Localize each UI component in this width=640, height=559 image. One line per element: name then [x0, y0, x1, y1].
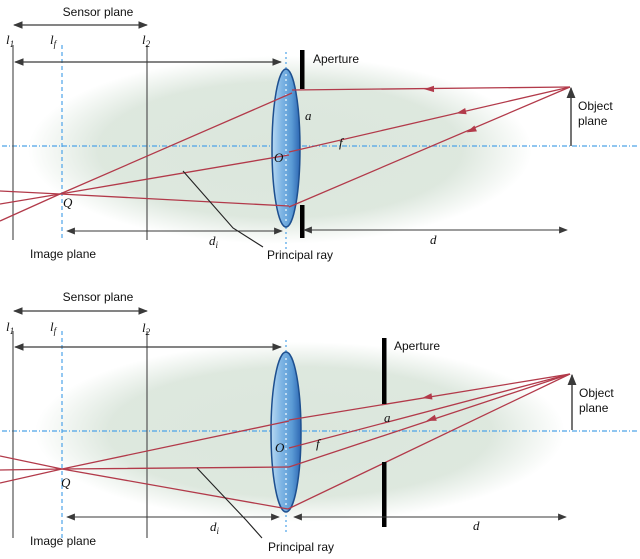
- image-side-rays: [0, 420, 290, 510]
- image-plane-label: Image plane: [30, 247, 96, 261]
- tick-l2: l2: [142, 32, 151, 49]
- image-point-label: Q: [63, 195, 73, 210]
- image-plane-label: Image plane: [30, 534, 96, 548]
- tick-l2: l2: [142, 320, 151, 337]
- tick-l1: l1: [6, 319, 14, 336]
- aperture-bottom-bar: [300, 205, 305, 238]
- focal-label: f: [339, 135, 345, 150]
- aperture-bottom-bar: [382, 462, 387, 527]
- tick-lf: lf: [50, 32, 58, 49]
- di-label: di: [209, 233, 219, 250]
- diagram-aperture-at-lens: Sensor plane l1 lf l2: [0, 5, 637, 262]
- d-label: d: [430, 232, 437, 247]
- lens-center-label: O: [275, 440, 285, 455]
- aperture-top-bar: [300, 50, 305, 89]
- object-plane-label-line1: Object: [578, 99, 613, 113]
- image-side-rays: [0, 92, 293, 222]
- d-label: d: [473, 518, 480, 533]
- lens-center-label: O: [274, 150, 284, 165]
- lens: [270, 351, 302, 513]
- tick-l1: l1: [6, 32, 14, 49]
- principal-ray-pointer: [196, 467, 263, 539]
- half-aperture-label: a: [305, 108, 312, 123]
- lens: [271, 68, 301, 228]
- diagram-aperture-displaced: Sensor plane l1 lf l2: [0, 290, 637, 554]
- tick-lf: lf: [50, 319, 58, 336]
- aperture-label: Aperture: [313, 52, 359, 66]
- di-label: di: [210, 519, 220, 536]
- image-point-label: Q: [61, 475, 71, 490]
- object-plane-label-line2: plane: [578, 114, 608, 128]
- aperture-label: Aperture: [394, 339, 440, 353]
- principal-ray-label: Principal ray: [268, 540, 334, 554]
- ray-arrowheads: [424, 85, 477, 133]
- object-plane-label-line1: Object: [579, 386, 614, 400]
- half-aperture-label: a: [384, 410, 391, 425]
- sensor-plane-label: Sensor plane: [63, 5, 134, 19]
- object-plane-label-line2: plane: [579, 401, 609, 415]
- ray-arrowheads: [422, 393, 437, 421]
- sensor-plane-label: Sensor plane: [63, 290, 134, 304]
- aperture-top-bar: [382, 338, 387, 404]
- principal-ray-pointer: [182, 170, 264, 248]
- principal-ray-label: Principal ray: [267, 248, 333, 262]
- focal-label: f: [316, 436, 322, 451]
